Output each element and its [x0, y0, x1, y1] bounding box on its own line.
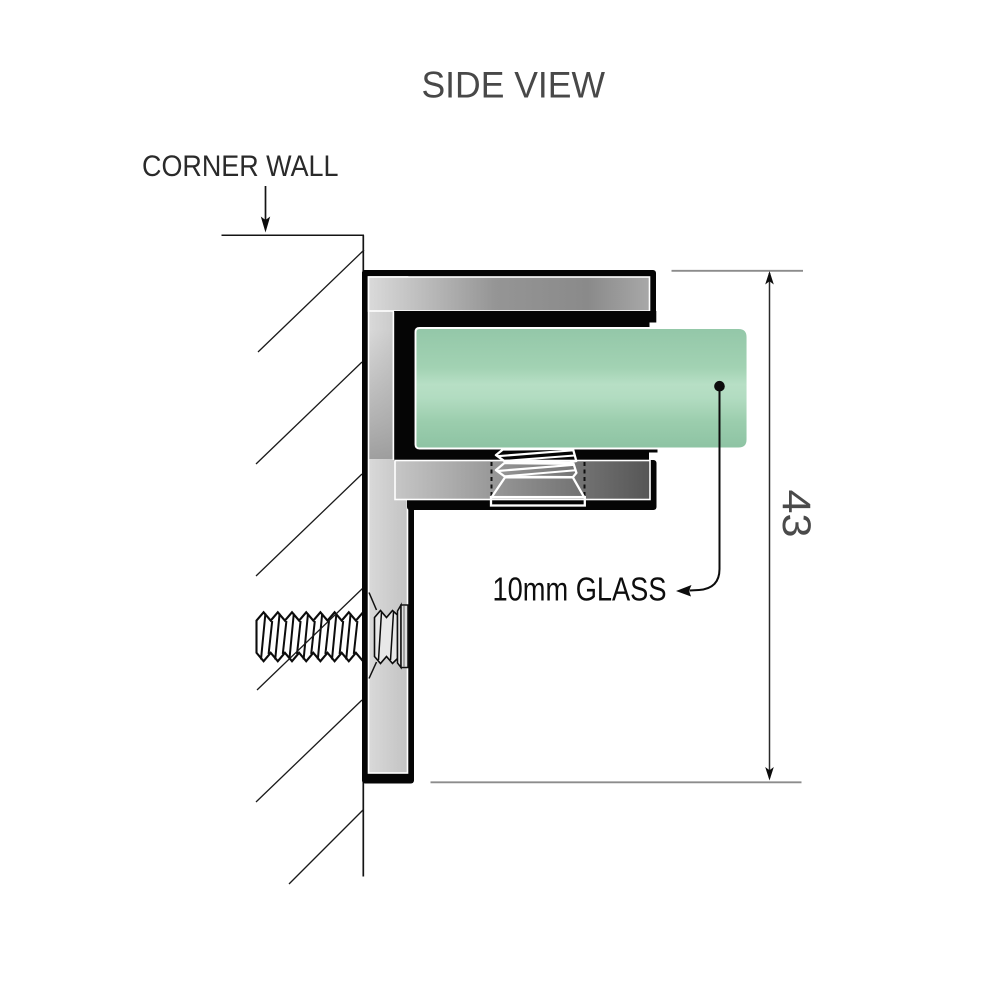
svg-text:CORNER WALL: CORNER WALL: [142, 150, 339, 183]
svg-text:43: 43: [774, 490, 818, 538]
svg-text:SIDE VIEW: SIDE VIEW: [422, 64, 606, 105]
svg-text:10mm GLASS: 10mm GLASS: [493, 572, 667, 609]
